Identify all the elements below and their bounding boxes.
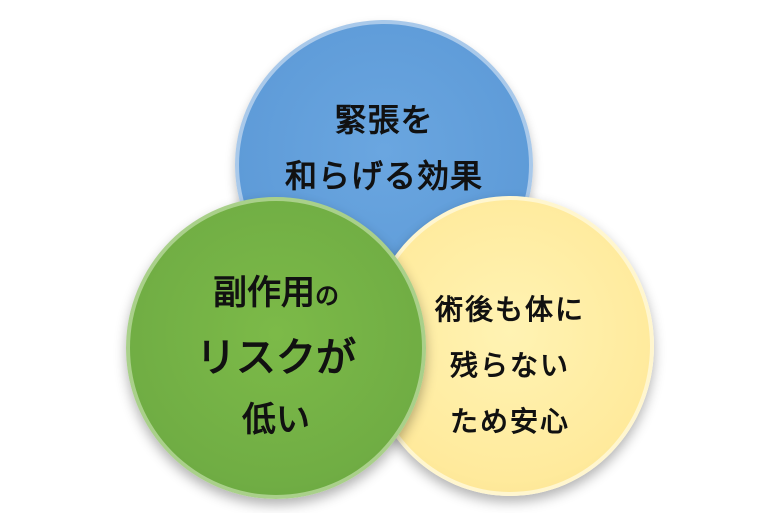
yellow-label-line-1: 術後も体に — [434, 293, 585, 326]
green-circle-label: 副作用の リスクが 低い — [126, 262, 426, 451]
blue-circle-label: 緊張を 和らげる効果 — [235, 92, 533, 204]
blue-label-line-2: 和らげる効果 — [284, 157, 483, 195]
green-label-line-1-main: 副作用 — [213, 273, 315, 313]
green-label-line-2: リスクが — [196, 335, 356, 381]
yellow-label-line-3: ため安心 — [449, 405, 570, 438]
green-label-line-1-particle: の — [315, 282, 339, 310]
yellow-circle-label: 術後も体に 残らない ため安心 — [390, 282, 630, 450]
blue-label-line-1: 緊張を — [334, 101, 434, 139]
green-label-line-3: 低い — [242, 400, 310, 440]
yellow-label-line-2: 残らない — [449, 349, 570, 382]
green-circle — [126, 197, 426, 499]
green-label-line-1: 副作用の — [126, 262, 426, 327]
